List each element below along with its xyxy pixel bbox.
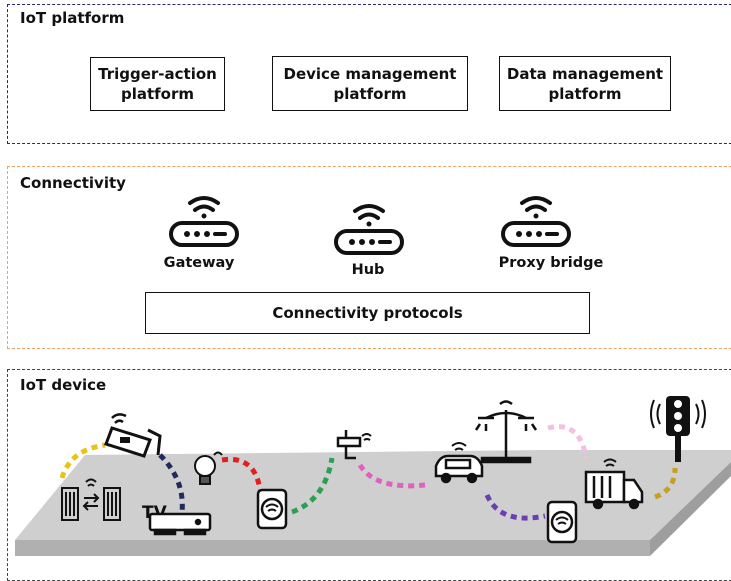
water-tap-icon — [336, 430, 372, 460]
traffic-light-icon — [650, 396, 706, 462]
box-label-line1: Trigger-action — [98, 65, 217, 83]
link-tap-car — [357, 463, 426, 489]
link-car-phone — [484, 493, 546, 521]
link-lamp-truck — [547, 424, 589, 459]
gate-icon — [61, 478, 121, 521]
security-camera-icon — [104, 413, 162, 458]
box-label-line2: platform — [548, 84, 622, 103]
hub-label: Hub — [351, 262, 385, 278]
ground-edge — [15, 540, 650, 556]
connectivity-section: Connectivity — [7, 166, 731, 349]
box-label-line2: platform — [120, 85, 195, 103]
connectivity-protocols-box: Connectivity protocols — [145, 292, 590, 334]
link-camera-tv — [158, 453, 185, 513]
smartphone-icon — [256, 488, 288, 530]
gateway-label: Gateway — [163, 255, 235, 271]
link-phone-tap — [291, 457, 335, 515]
ground-side — [650, 462, 731, 556]
trigger-action-platform-box: Trigger-action platform — [90, 57, 225, 111]
iot-device-title: IoT device — [20, 376, 107, 394]
tv-box-icon — [148, 512, 212, 536]
iot-platform-title: IoT platform — [20, 9, 125, 27]
street-lamp-icon — [474, 400, 538, 464]
device-management-platform-box: Device management platform — [272, 56, 468, 111]
truck-icon — [584, 458, 644, 510]
proxy-bridge-label: Proxy bridge — [498, 255, 604, 271]
box-label-line1: Device management — [283, 64, 457, 83]
connectivity-protocols-label: Connectivity protocols — [272, 304, 463, 322]
car-icon — [434, 442, 484, 484]
smartphone-2-icon — [546, 500, 578, 544]
box-label-line1: Data management — [506, 64, 664, 83]
iot-platform-section: IoT platform — [7, 4, 731, 144]
link-truck-trafficlight — [654, 467, 678, 500]
link-fence-camera — [59, 442, 106, 479]
connectivity-title: Connectivity — [20, 174, 126, 192]
box-label-line2: platform — [333, 84, 407, 103]
light-bulb-icon — [194, 451, 223, 485]
data-management-platform-box: Data management platform — [499, 56, 671, 111]
link-bulb-phone — [221, 456, 263, 491]
